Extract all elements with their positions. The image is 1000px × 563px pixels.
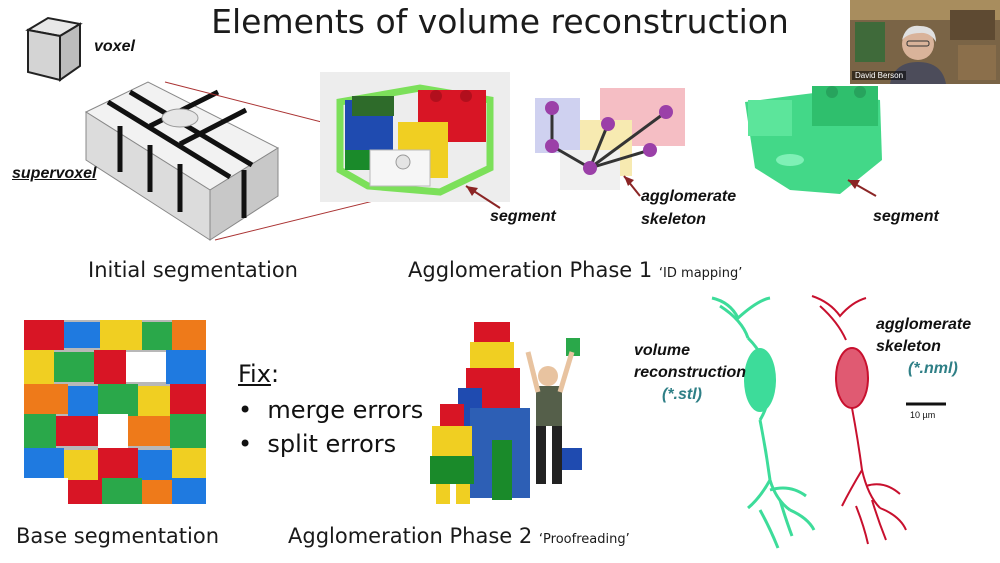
phase2-subtitle: ‘Proofreading’ [538,532,630,547]
phase1-subtitle: ‘ID mapping’ [658,266,743,281]
fix-item-merge: merge errors [267,396,424,424]
fix-item: • merge errors [238,396,424,424]
neuron-agglomerate-skeleton [811,295,907,545]
skeleton-node [601,117,615,131]
supervoxel-block [84,81,280,241]
fix-heading: Fix: [238,360,279,388]
phase1-title: Agglomeration Phase 1 [408,258,653,282]
label-agglomerate-2: agglomerate [876,316,972,333]
boy-head [538,366,558,386]
label-reconstruction: reconstruction [634,364,747,381]
skeleton-node [545,139,559,153]
participant-name: David Berson [852,71,907,80]
skeleton-node [643,143,657,157]
label-supervoxel: supervoxel [12,165,97,182]
section-initial-segmentation: Initial segmentation [88,258,298,282]
label-segment-2: segment [873,208,939,225]
phase2-title: Agglomeration Phase 2 [288,524,533,548]
skeleton-node [659,105,673,119]
agglomerate-skeleton-diagram [535,88,685,190]
label-skeleton: skeleton [641,211,706,228]
fix-heading-text: Fix [238,360,271,388]
section-agglomeration-phase2: Agglomeration Phase 2 ‘Proofreading’ [288,524,630,548]
fix-item-split: split errors [267,430,397,458]
fix-item: • split errors [238,430,397,458]
skeleton-node [545,101,559,115]
voxel-cube [25,16,83,82]
label-skeleton-2: skeleton [876,338,941,355]
slide-title: Elements of volume reconstruction [211,2,789,41]
segment-lego-phase1 [320,72,510,202]
label-stl-ext: (*.stl) [662,386,702,403]
lego-sculpture-image [430,322,582,504]
segment-green-lego [745,86,882,194]
section-agglomeration-phase1: Agglomeration Phase 1 ‘ID mapping’ [408,258,742,282]
label-agglomerate: agglomerate [641,188,737,205]
label-segment-1: segment [490,208,556,225]
label-volume: volume [634,342,691,359]
label-voxel: voxel [94,38,135,55]
skeleton-node [583,161,597,175]
fix-heading-colon: : [270,360,280,388]
webcam-video: David Berson [850,0,1000,84]
fix-list: • merge errors • split errors [238,396,423,458]
section-base-segmentation: Base segmentation [16,524,220,548]
neuron-volume-reconstruction [711,296,816,549]
label-nml-ext: (*.nml) [908,360,958,377]
lego-pile-image [24,320,206,504]
scale-bar-label: 10 µm [910,410,936,420]
person-head [902,28,934,60]
